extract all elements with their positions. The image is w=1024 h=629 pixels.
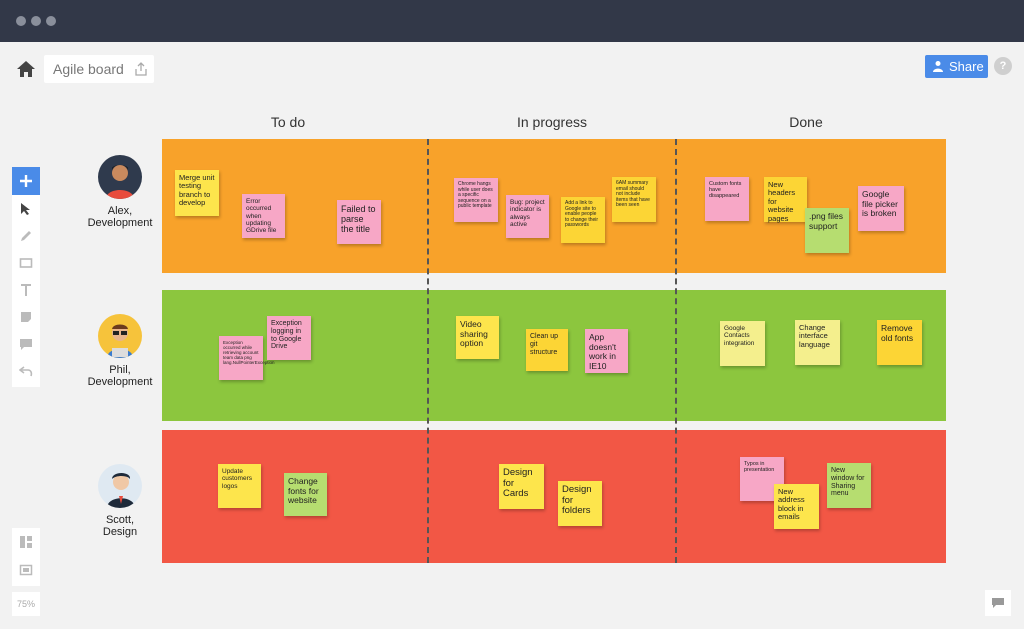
sticky-note-tool[interactable] [12, 303, 40, 331]
sticky-note[interactable]: Error occurred when updating GDrive file [242, 194, 285, 238]
frame-icon[interactable] [19, 563, 33, 577]
share-button[interactable]: Share [925, 55, 988, 78]
sticky-note[interactable]: Exception occurred while retrieving acco… [219, 336, 275, 380]
person-alex: Alex, Development [80, 155, 160, 229]
sticky-note[interactable]: Update customers logos [218, 464, 261, 508]
sticky-note[interactable]: App doesn't work in IE10 [585, 329, 628, 373]
top-bar: Agile board Share ? [0, 42, 1024, 94]
select-tool[interactable] [12, 195, 40, 223]
person-name: Scott, Design [102, 514, 138, 538]
sticky-note[interactable]: New window for Sharing menu [827, 463, 871, 508]
comment-tool[interactable] [12, 330, 40, 358]
sticky-note[interactable]: Google Contacts integration [720, 321, 765, 366]
chat-icon [992, 598, 1004, 608]
sticky-note[interactable]: Change fonts for website [284, 473, 327, 516]
help-button[interactable]: ? [994, 57, 1012, 75]
left-toolbar [12, 167, 40, 387]
sticky-note[interactable]: .png files support [805, 208, 849, 253]
window-dot-1[interactable] [16, 16, 26, 26]
sticky-note[interactable]: Bug: project indicator is always active [506, 195, 549, 238]
add-tool[interactable] [12, 167, 40, 195]
person-scott: Scott, Design [80, 464, 160, 538]
sticky-note[interactable]: Design for Cards [499, 464, 544, 509]
user-icon [933, 61, 943, 72]
sticky-note[interactable]: 6AM summary email should not include ite… [612, 177, 656, 222]
sticky-note[interactable]: Add a link to Google site to enable peop… [561, 197, 605, 243]
sticky-note[interactable]: Custom fonts have disappeared [705, 177, 749, 221]
sticky-note[interactable]: Exception logging in to Google Drive [267, 316, 311, 360]
sticky-note[interactable]: New headers for website pages [764, 177, 807, 222]
window-dot-2[interactable] [31, 16, 41, 26]
column-divider-1 [427, 139, 429, 563]
plus-icon [20, 175, 32, 187]
sticky-note[interactable]: Failed to parse the title [337, 200, 381, 244]
pen-tool[interactable] [12, 222, 40, 250]
text-icon [21, 284, 31, 296]
avatar [98, 464, 142, 508]
export-icon[interactable] [134, 62, 148, 76]
layout-icon[interactable] [19, 535, 33, 549]
sticky-note[interactable]: Clean up git structure [526, 329, 568, 371]
home-icon[interactable] [16, 60, 36, 78]
comment-icon [20, 339, 32, 350]
rectangle-tool[interactable] [12, 249, 40, 277]
column-divider-2 [675, 139, 677, 563]
window-dot-3[interactable] [46, 16, 56, 26]
share-button-label: Share [949, 59, 984, 74]
person-phil: Phil, Development [80, 314, 160, 388]
avatar [98, 314, 142, 358]
chat-button[interactable] [985, 590, 1011, 616]
text-tool[interactable] [12, 276, 40, 304]
pen-icon [21, 231, 31, 241]
sticky-note[interactable]: Chrome hangs while user does a specific … [454, 178, 498, 222]
sticky-note[interactable]: Video sharing option [456, 316, 499, 359]
person-name: Phil, Development [87, 364, 153, 388]
cursor-icon [21, 203, 30, 215]
undo-icon [19, 366, 33, 377]
sticky-note[interactable]: Google file picker is broken [858, 186, 904, 231]
avatar [98, 155, 142, 199]
bottom-toolbar [12, 528, 40, 586]
column-header-todo: To do [270, 114, 306, 130]
sticky-note[interactable]: Design for folders [558, 481, 602, 526]
column-header-in-progress: In progress [516, 114, 588, 130]
sticky-note[interactable]: New address block in emails [774, 484, 819, 529]
sticky-note[interactable]: Merge unit testing branch to develop [175, 170, 219, 216]
board-title: Agile board [53, 61, 124, 77]
sticky-note[interactable]: Remove old fonts [877, 320, 922, 365]
rectangle-icon [19, 258, 33, 268]
column-header-done: Done [789, 114, 823, 130]
person-name: Alex, Development [87, 205, 153, 229]
window-titlebar [0, 0, 1024, 42]
sticky-note-icon [21, 312, 31, 322]
zoom-level[interactable]: 75% [12, 592, 40, 616]
sticky-note[interactable]: Change interface language [795, 320, 840, 365]
undo-tool[interactable] [12, 357, 40, 385]
